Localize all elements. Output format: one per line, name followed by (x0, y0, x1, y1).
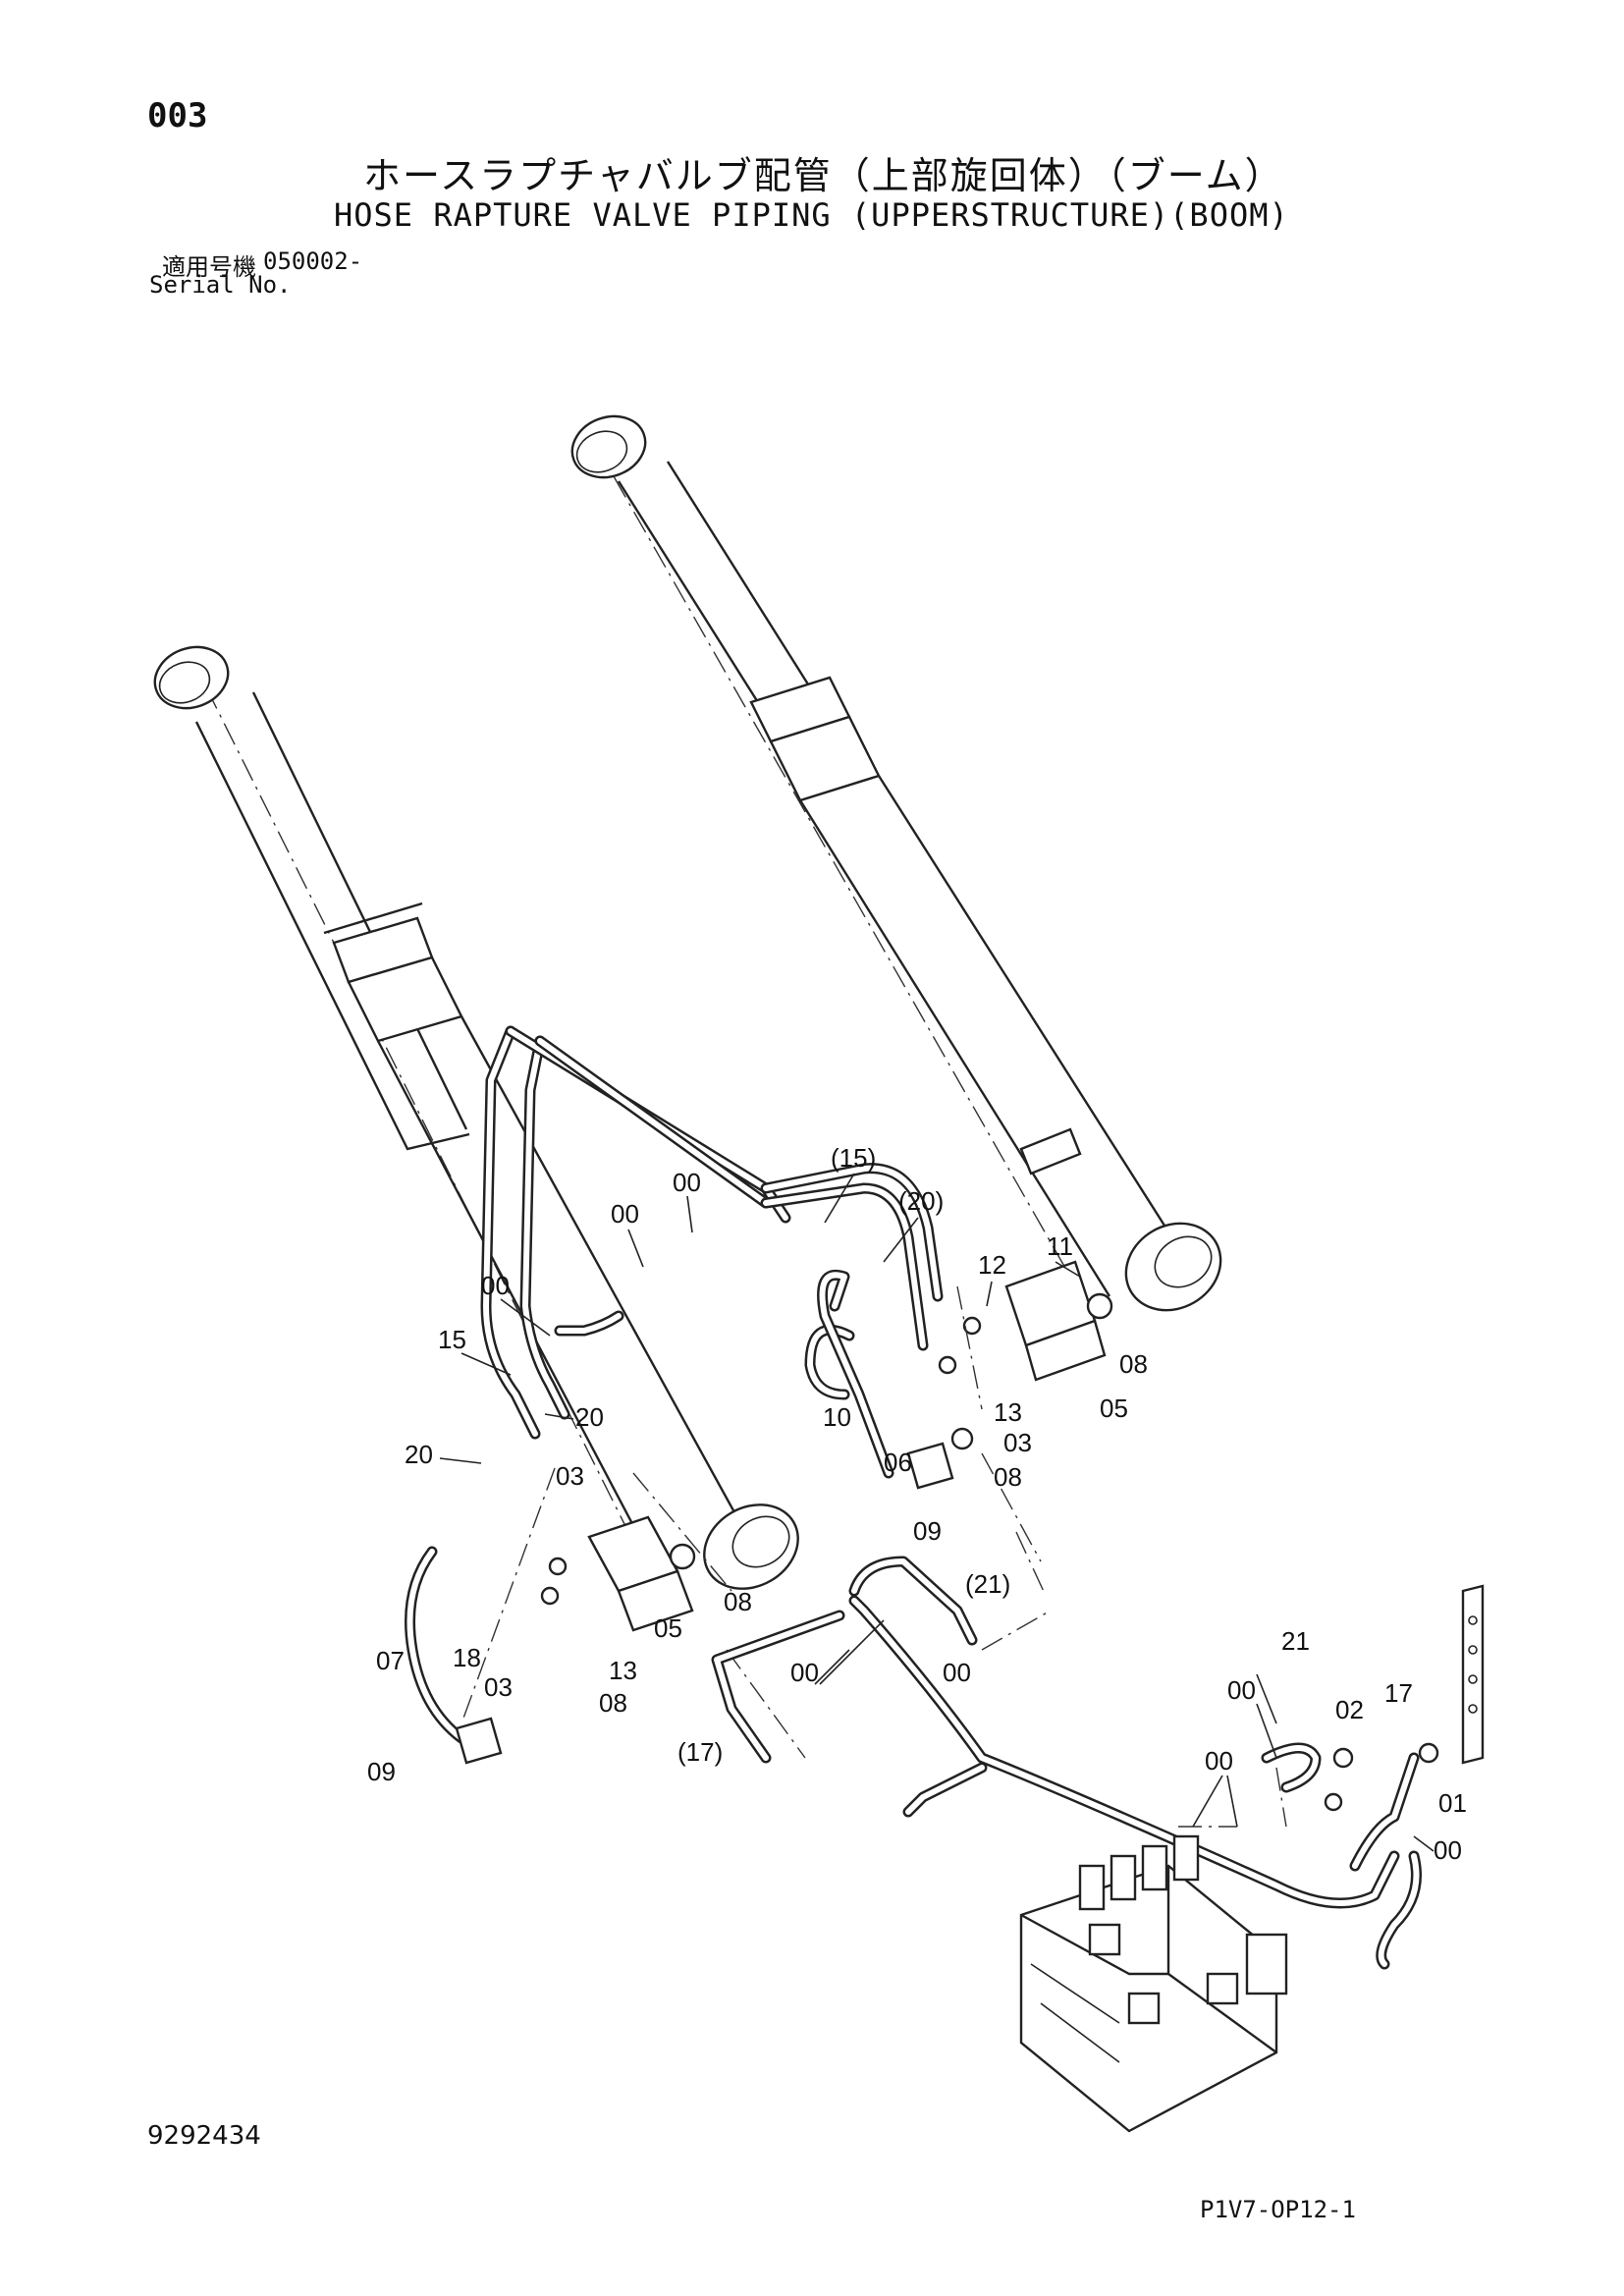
callout-13: 13 (994, 1397, 1022, 1427)
left-boom-cylinder (153, 645, 799, 1592)
lower-hose-routing (711, 1556, 1439, 1970)
serial-number-value: 050002- (263, 247, 363, 275)
serial-label-japanese: 適用号機 (162, 253, 256, 281)
callout-08: 08 (599, 1688, 627, 1718)
callouts: 00 00 00 (15) (20) 12 11 08 05 13 03 15 … (367, 1143, 1467, 1865)
callout-08: 08 (994, 1462, 1022, 1492)
callout-00: 00 (943, 1658, 971, 1687)
callout-21-ref: (21) (965, 1569, 1010, 1599)
callout-01: 01 (1438, 1788, 1467, 1818)
callout-03: 03 (556, 1461, 584, 1491)
callout-20: 20 (405, 1440, 433, 1469)
callout-08: 08 (724, 1587, 752, 1616)
callout-00: 00 (790, 1658, 819, 1687)
callout-06: 06 (884, 1448, 912, 1477)
callout-02: 02 (1335, 1695, 1364, 1724)
hose-rupture-valve-right (906, 1260, 1113, 1490)
callout-12: 12 (978, 1250, 1006, 1280)
callout-18: 18 (453, 1643, 481, 1672)
callout-13: 13 (609, 1656, 637, 1685)
callout-17-ref: (17) (677, 1737, 723, 1767)
hose-rupture-valve-left (455, 1515, 696, 1765)
callout-15: 15 (438, 1325, 466, 1354)
callout-07: 07 (376, 1646, 405, 1675)
page-title-japanese: ホースラプチャバルブ配管（上部旋回体）（ブーム） (363, 154, 1284, 197)
callout-20: 20 (575, 1402, 604, 1432)
callout-11: 11 (1047, 1231, 1073, 1261)
callout-20-ref: (20) (898, 1186, 944, 1216)
callout-09: 09 (367, 1757, 396, 1786)
callout-09: 09 (913, 1516, 942, 1546)
leader-lines (439, 1173, 1435, 1852)
callout-05: 05 (654, 1613, 682, 1643)
document-number: 9292434 (147, 2121, 261, 2151)
callout-21: 21 (1281, 1626, 1310, 1656)
page-number: 003 (147, 96, 208, 136)
figure-code: P1V7-OP12-1 (1200, 2196, 1356, 2223)
callout-00: 00 (1205, 1746, 1233, 1776)
right-boom-cylinder (570, 414, 1222, 1312)
callout-00: 00 (1434, 1835, 1462, 1865)
serial-label-english: Serial No. (149, 271, 292, 299)
callout-08: 08 (1119, 1349, 1148, 1379)
callout-15-ref: (15) (831, 1143, 876, 1173)
callout-00: 00 (611, 1199, 639, 1229)
callout-00: 00 (481, 1271, 510, 1300)
callout-17: 17 (1384, 1678, 1413, 1708)
callout-03: 03 (1003, 1428, 1032, 1457)
bracket-plate (1461, 1584, 1485, 1765)
callout-00: 00 (673, 1168, 701, 1197)
page-title-english: HOSE RAPTURE VALVE PIPING (UPPERSTRUCTUR… (334, 196, 1289, 234)
callout-03: 03 (484, 1672, 513, 1702)
callout-10: 10 (823, 1402, 851, 1432)
callout-05: 05 (1100, 1394, 1128, 1423)
callout-00: 00 (1227, 1675, 1256, 1705)
installation-lines (460, 1285, 1287, 1828)
control-valve-block (1019, 1834, 1288, 2133)
boom-hoses (405, 1025, 944, 1744)
